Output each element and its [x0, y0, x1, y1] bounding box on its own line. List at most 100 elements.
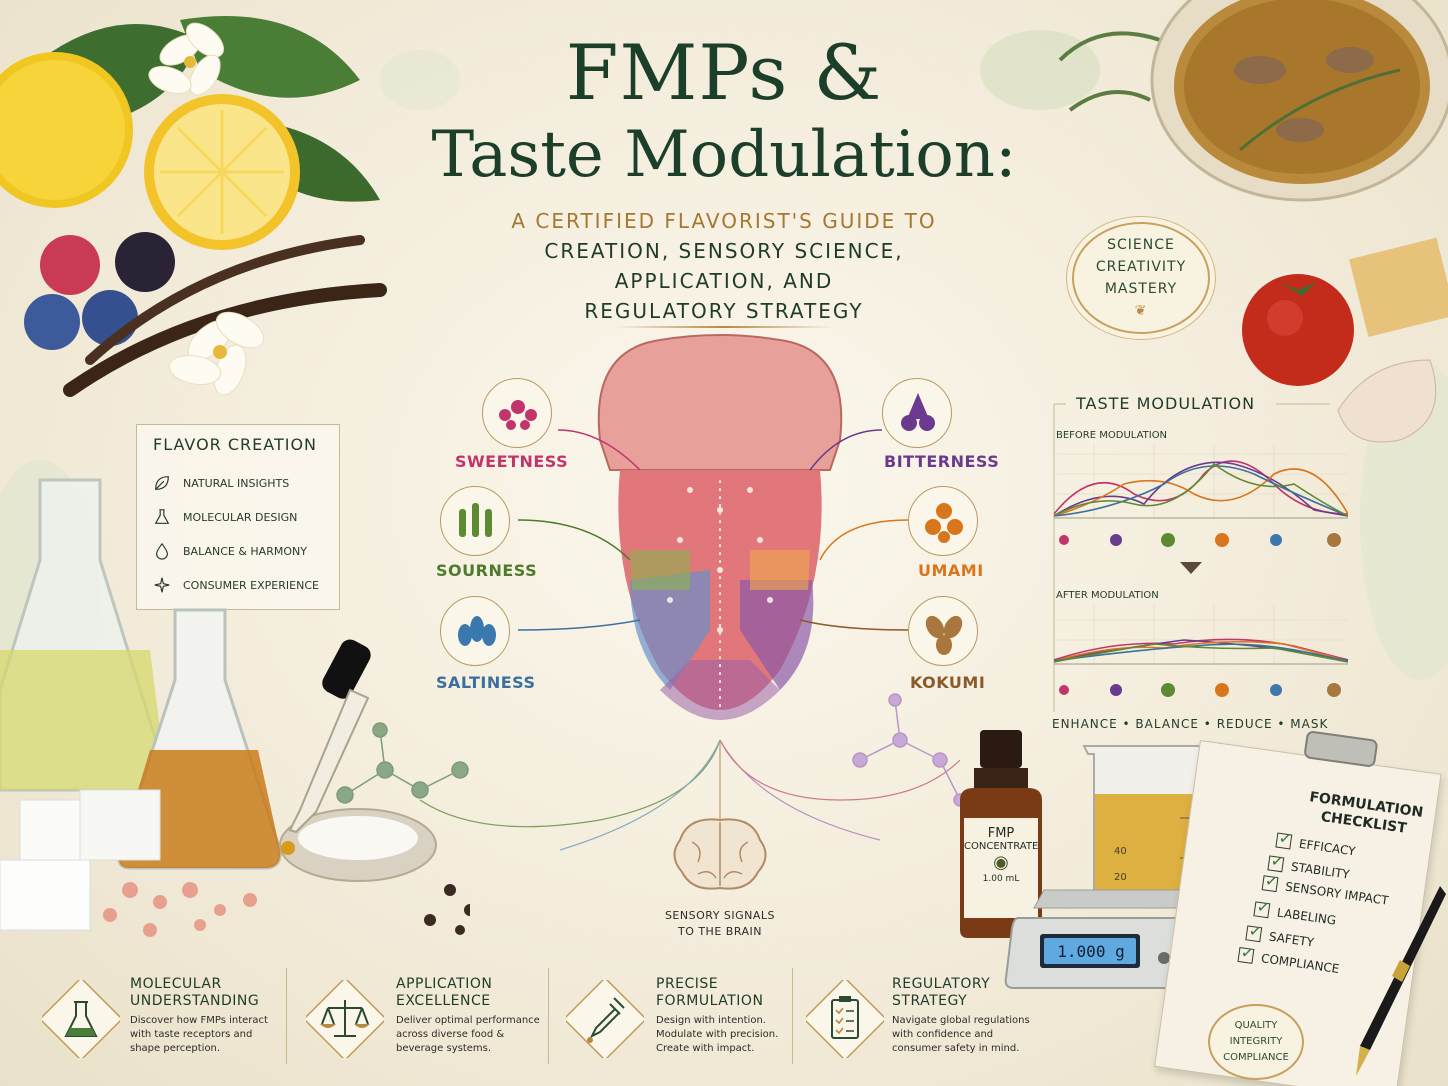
- drop-icon: [156, 542, 168, 560]
- feature-description: Design with intention. Modulate with pre…: [656, 1014, 778, 1056]
- umami-receptor-icon: [925, 503, 963, 543]
- umami-label: UMAMI: [918, 561, 984, 580]
- before-modulation-label: BEFORE MODULATION: [1056, 430, 1168, 441]
- soup-bowl-illustration: [1058, 0, 1448, 443]
- fruit-flower-illustration: [0, 16, 387, 397]
- feature-title: APPLICATION EXCELLENCE: [396, 976, 492, 1010]
- molecular-understanding-icon: [42, 980, 120, 1058]
- brain-caption-line2: TO THE BRAIN: [677, 925, 763, 938]
- feature-description: Navigate global regulations with confide…: [892, 1014, 1030, 1056]
- feature-description-line: across diverse food &: [396, 1029, 505, 1040]
- brain-caption-line1: SENSORY SIGNALS: [664, 909, 776, 922]
- bottle-label-line1: FMP: [987, 826, 1015, 841]
- bottle-label-line2: CONCENTRATE: [964, 841, 1039, 852]
- flavor-creation-panel: FLAVOR CREATION NATURAL INSIGHTS MOLECUL…: [136, 424, 340, 610]
- checkbox-checked: [1245, 925, 1263, 943]
- seal-line2: INTEGRITY: [1229, 1036, 1283, 1047]
- seal-line3: MASTERY: [1104, 281, 1178, 297]
- brain-icon: [673, 818, 767, 890]
- list-item-label: BALANCE & HARMONY: [183, 544, 307, 558]
- feature-title-line1: PRECISE: [656, 976, 719, 992]
- kokumi-icon: [908, 596, 978, 666]
- feature-divider: [548, 968, 549, 1064]
- saltiness-marker: [1270, 534, 1282, 546]
- lab-glassware-illustration: [0, 478, 470, 937]
- sourness-receptor-icon: [459, 503, 492, 537]
- list-item-label: CONSUMER EXPERIENCE: [183, 578, 319, 592]
- checkbox-checked: [1237, 946, 1255, 964]
- feature-description: Deliver optimal performance across diver…: [396, 1014, 540, 1056]
- bitterness-label: BITTERNESS: [884, 452, 1000, 471]
- list-item-label: NATURAL INSIGHTS: [183, 476, 290, 490]
- taste-marker-row-after: [1059, 683, 1341, 697]
- saltiness-label: SALTINESS: [436, 673, 536, 692]
- after-modulation-label: AFTER MODULATION: [1056, 590, 1159, 601]
- flask-icon: [154, 509, 170, 524]
- list-item: CONSUMER EXPERIENCE: [153, 568, 323, 602]
- feature-description-line: beverage systems.: [396, 1043, 492, 1054]
- feature-title-line1: APPLICATION: [396, 976, 493, 992]
- feature-description-line: with confidence and: [892, 1029, 994, 1040]
- feature-title: MOLECULAR UNDERSTANDING: [130, 976, 259, 1010]
- bitterness-icon: [882, 378, 952, 448]
- bitterness-marker: [1110, 534, 1122, 546]
- tongue-illustration: [597, 334, 843, 720]
- after-modulation-chart: [1054, 604, 1348, 665]
- feature-title-line1: REGULATORY: [892, 976, 991, 992]
- before-modulation-chart: [1054, 444, 1348, 519]
- sweetness-icon: [482, 378, 552, 448]
- taste-modulation-title: TASTE MODULATION: [1076, 394, 1256, 413]
- saltiness-marker: [1270, 684, 1282, 696]
- kokumi-marker: [1327, 533, 1341, 547]
- subtitle-line3: APPLICATION, AND: [614, 269, 834, 293]
- feature-title: REGULATORY STRATEGY: [892, 976, 990, 1010]
- fountain-pen: [1356, 886, 1446, 1076]
- saltiness-icon: [440, 596, 510, 666]
- feature-description-line: with taste receptors and: [130, 1029, 253, 1040]
- kokumi-marker: [1327, 683, 1341, 697]
- clipboard-checklist-icon: [806, 980, 884, 1058]
- sourness-label: SOURNESS: [436, 561, 538, 580]
- subtitle-divider: [614, 326, 834, 328]
- bottle-volume: 1.00 mL: [982, 874, 1020, 884]
- checkbox-checked: [1253, 901, 1271, 919]
- subtitle: A CERTIFIED FLAVORIST'S GUIDE TO CREATIO…: [390, 206, 1058, 326]
- feature-description-line: Design with intention.: [656, 1015, 766, 1026]
- sourness-icon: [440, 486, 510, 556]
- feature-divider: [792, 968, 793, 1064]
- feature-description-line: Modulate with precision.: [656, 1029, 779, 1040]
- saltiness-receptor-icon: [458, 616, 496, 646]
- feature-description-line: Discover how FMPs interact: [130, 1015, 268, 1026]
- subtitle-line4: REGULATORY STRATEGY: [584, 299, 864, 323]
- beaker-mark-20: 20: [1114, 872, 1127, 883]
- scale-readout: 1.000 g: [1057, 942, 1125, 961]
- drop-icon: ◉: [993, 852, 1009, 873]
- quality-seal: QUALITY INTEGRITY COMPLIANCE: [1208, 1004, 1304, 1080]
- checkbox-checked: [1267, 855, 1285, 873]
- subtitle-line2: CREATION, SENSORY SCIENCE,: [544, 239, 904, 263]
- list-item: MOLECULAR DESIGN: [153, 500, 323, 534]
- subtitle-line1: A CERTIFIED FLAVORIST'S GUIDE TO: [511, 209, 937, 233]
- seal-line3: COMPLIANCE: [1223, 1052, 1289, 1063]
- leaf-icon: ❦: [1134, 303, 1148, 319]
- modulation-actions: ENHANCE • BALANCE • REDUCE • MASK: [1052, 717, 1329, 731]
- sweetness-receptor-icon: [499, 400, 537, 430]
- seal-line2: CREATIVITY: [1095, 259, 1187, 275]
- sourness-marker: [1161, 533, 1175, 547]
- sweetness-marker: [1059, 535, 1069, 545]
- feature-description-line: Deliver optimal performance: [396, 1015, 540, 1026]
- dropper-icon: [566, 980, 644, 1058]
- kokumi-label: KOKUMI: [910, 673, 986, 692]
- feature-title-line2: FORMULATION: [656, 993, 764, 1009]
- feature-title: PRECISE FORMULATION: [656, 976, 763, 1010]
- leaf-icon: [155, 476, 169, 490]
- bitterness-receptor-icon: [901, 393, 935, 431]
- feature-description-line: Create with impact.: [656, 1043, 755, 1054]
- umami-marker: [1215, 533, 1229, 547]
- feature-description-line: consumer safety in mind.: [892, 1043, 1020, 1054]
- scales-of-justice-icon: [306, 980, 384, 1058]
- fmp-bottle: [960, 730, 1042, 938]
- flavor-creation-title: FLAVOR CREATION: [153, 435, 318, 454]
- list-item-label: MOLECULAR DESIGN: [183, 510, 298, 524]
